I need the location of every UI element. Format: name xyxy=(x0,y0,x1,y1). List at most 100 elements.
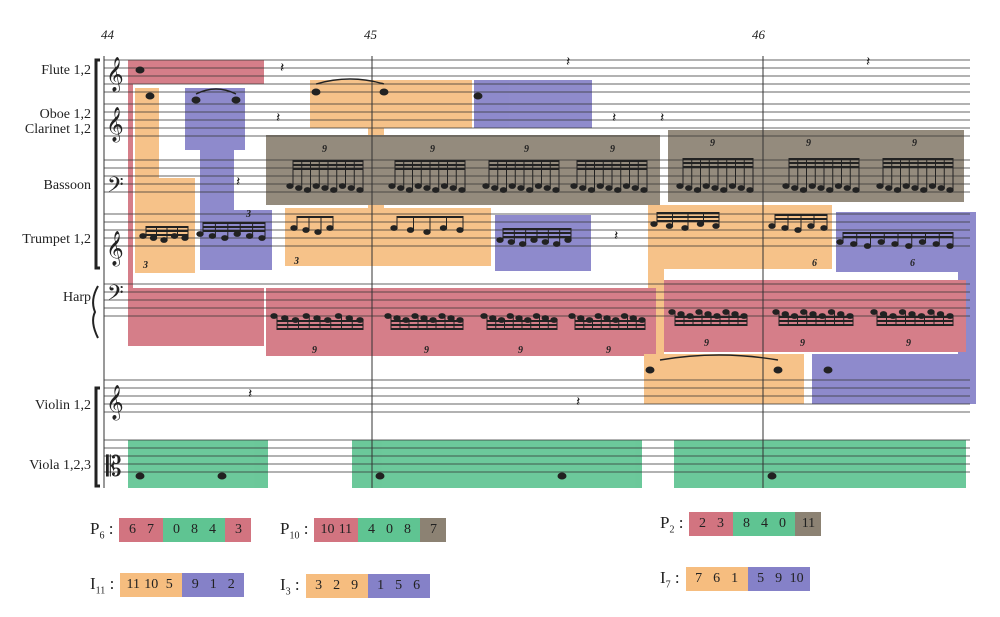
bass-clef-icon: 𝄢 xyxy=(107,173,124,203)
notehead xyxy=(720,187,728,193)
tuplet-label: 9 xyxy=(322,144,327,155)
beam xyxy=(683,158,753,160)
notehead xyxy=(614,187,622,193)
row-form-letter: P xyxy=(280,518,290,538)
beam xyxy=(293,164,363,166)
notehead xyxy=(932,241,940,247)
trumpet-run xyxy=(196,222,266,241)
beam xyxy=(657,212,719,214)
beam xyxy=(146,230,188,232)
row-form-letter: P xyxy=(90,518,100,538)
harp-run xyxy=(668,309,748,326)
notehead xyxy=(702,183,710,189)
notehead xyxy=(587,187,596,193)
notehead xyxy=(834,183,843,189)
beam xyxy=(395,160,465,162)
notehead xyxy=(440,183,449,189)
notehead xyxy=(311,88,321,96)
notehead xyxy=(728,183,737,189)
row-form-letter: I xyxy=(90,573,96,593)
beam xyxy=(487,324,557,326)
notehead xyxy=(390,225,398,231)
harp-run xyxy=(870,309,954,326)
notehead xyxy=(808,183,816,189)
notehead xyxy=(541,315,549,321)
notehead xyxy=(388,183,396,189)
measure-number: 44 xyxy=(101,27,114,42)
pitch-class-group: 3 xyxy=(225,518,252,542)
notehead xyxy=(302,313,310,319)
notehead xyxy=(330,187,338,193)
tuplet-label: 9 xyxy=(710,138,715,149)
notehead xyxy=(791,185,799,191)
pitch-class: 8 xyxy=(742,516,750,531)
notehead xyxy=(905,243,913,249)
notehead xyxy=(303,187,312,193)
notehead xyxy=(347,185,355,191)
beam xyxy=(675,320,747,322)
highlight-oboe-left-orange xyxy=(135,88,159,178)
notehead xyxy=(920,187,928,193)
notehead xyxy=(645,366,655,374)
rest-icon: 𝄽 xyxy=(566,54,570,70)
row-form-index: 6 xyxy=(99,530,105,542)
pitch-class: 0 xyxy=(385,522,393,537)
tie xyxy=(315,78,385,85)
rest-icon: 𝄽 xyxy=(866,54,870,70)
highlight-oboe-left-orange2 xyxy=(135,178,195,273)
highlight-flute-red-stem xyxy=(128,60,133,290)
tuplet-label: 9 xyxy=(906,338,911,349)
trumpet-run xyxy=(290,216,334,235)
notehead xyxy=(800,309,808,315)
notehead xyxy=(695,309,703,315)
notehead xyxy=(911,185,919,191)
notehead xyxy=(794,227,802,233)
beam xyxy=(675,316,747,318)
notehead xyxy=(231,96,241,104)
row-form-index: 2 xyxy=(669,524,675,536)
pitch-class: 6 xyxy=(713,571,721,586)
tuplet-label: 9 xyxy=(610,144,615,155)
beam xyxy=(843,236,953,238)
notehead xyxy=(712,223,720,229)
notehead xyxy=(534,183,543,189)
notehead xyxy=(414,183,422,189)
trumpet-run xyxy=(390,216,464,235)
notehead xyxy=(499,187,508,193)
notehead xyxy=(603,315,611,321)
pitch-class: 11 xyxy=(126,577,141,592)
pitch-class: 2 xyxy=(227,577,235,592)
notehead xyxy=(817,185,825,191)
notehead xyxy=(135,66,145,74)
rest-icon: 𝄽 xyxy=(614,228,618,244)
notehead xyxy=(876,183,884,189)
beam xyxy=(489,164,559,166)
notehead xyxy=(543,185,551,191)
notehead xyxy=(927,309,935,315)
beam xyxy=(487,320,557,322)
notehead xyxy=(836,239,844,245)
pitch-class: 11 xyxy=(338,522,353,537)
notehead xyxy=(731,311,739,317)
beam xyxy=(683,162,753,164)
notehead xyxy=(557,472,567,480)
notehead xyxy=(908,311,916,317)
notehead xyxy=(286,183,294,189)
notehead xyxy=(570,183,578,189)
notehead xyxy=(685,185,693,191)
notehead xyxy=(405,187,414,193)
row-form-index: 10 xyxy=(289,530,300,542)
notehead xyxy=(820,225,828,231)
beam xyxy=(843,232,953,234)
notehead xyxy=(768,223,776,229)
beam xyxy=(395,168,465,170)
instrument-label: Flute 1,2 xyxy=(41,63,91,78)
notehead xyxy=(312,183,320,189)
notehead xyxy=(827,309,836,315)
rest-icon: 𝄽 xyxy=(660,110,664,126)
beam xyxy=(503,232,571,234)
beam xyxy=(789,158,859,160)
rest-icon: 𝄽 xyxy=(236,174,240,190)
beam xyxy=(575,328,645,330)
